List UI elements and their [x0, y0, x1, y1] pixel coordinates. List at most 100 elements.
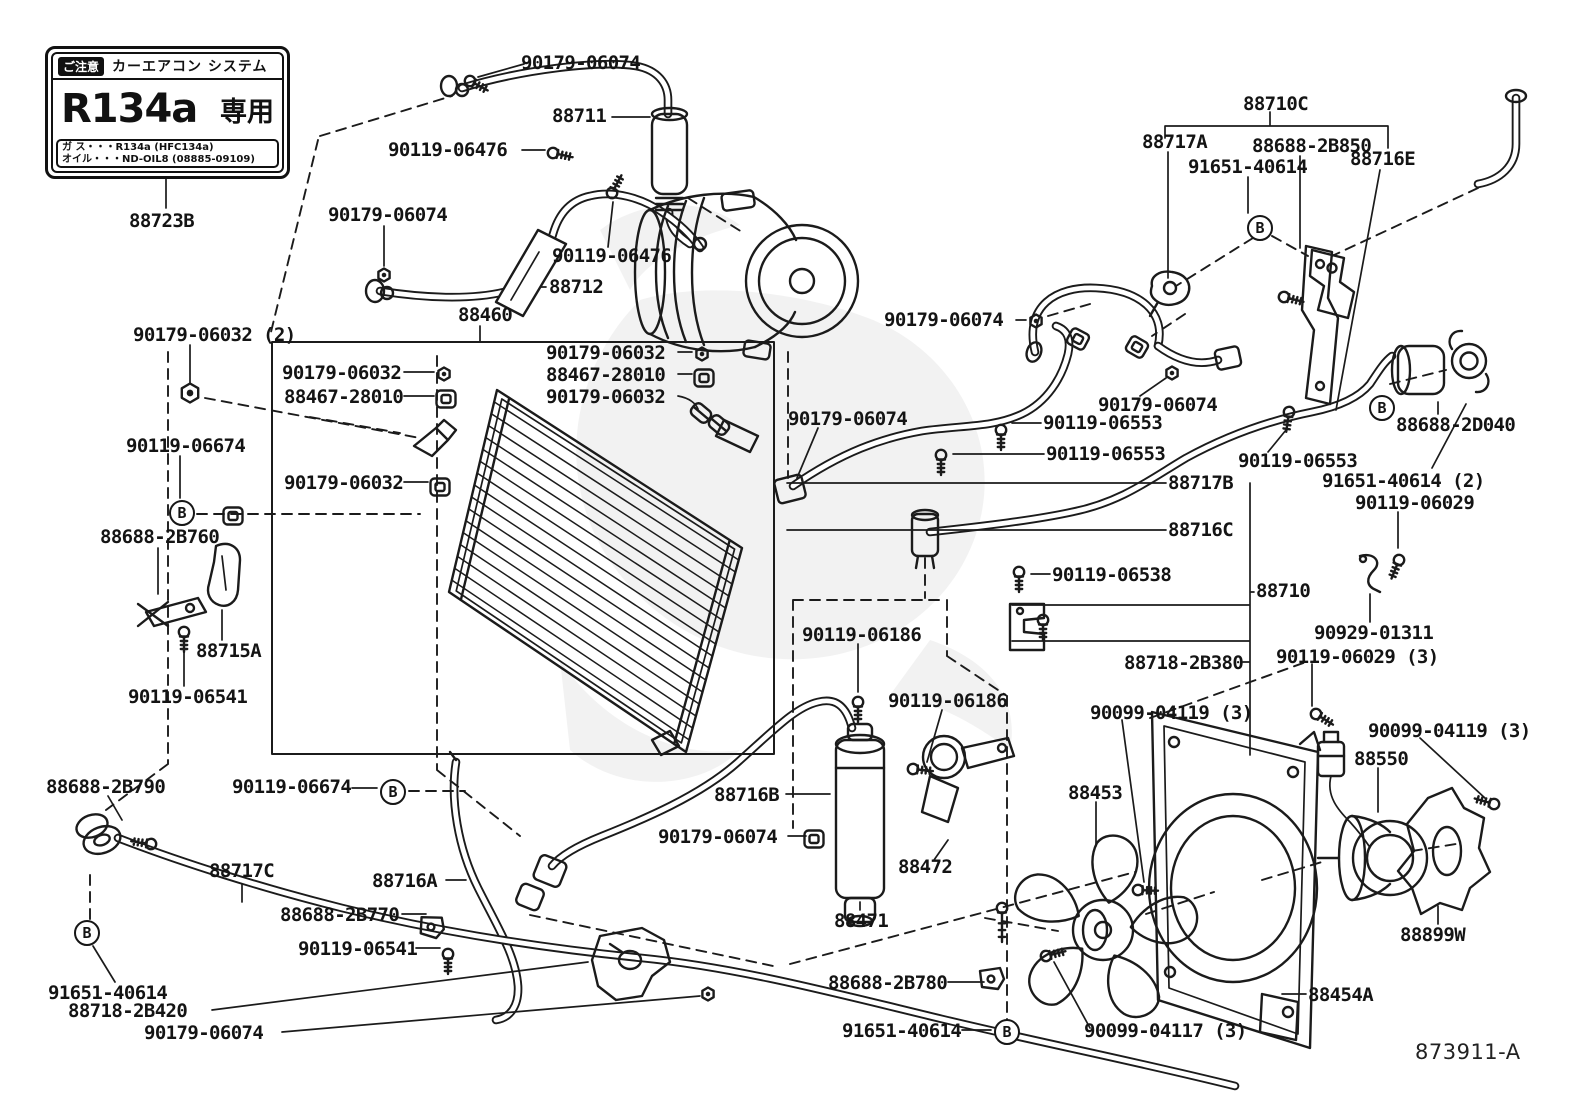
part-number-label: 90119-06553	[1043, 412, 1163, 434]
bolt-icon	[1473, 795, 1501, 811]
bolt-icon	[1309, 707, 1335, 727]
bolt-icon	[605, 174, 625, 200]
pipe-group-88710c	[773, 88, 1528, 652]
part-number-label: 88688-2B780	[828, 972, 948, 994]
part-number-label: 88453	[1068, 782, 1123, 804]
bracket-88715a	[206, 542, 242, 607]
part-number-label: 88711	[552, 105, 607, 127]
part-number-label: 90119-06029 (3)	[1276, 646, 1439, 668]
only-kanji: 専用	[220, 96, 274, 128]
grommet-icon	[1065, 327, 1091, 351]
part-number-label: 90119-06541	[128, 686, 248, 708]
part-number-label: 88688-2B760	[100, 526, 220, 548]
bolt-icon	[995, 901, 1009, 944]
plate-fine-print: ガ ス・・・R134a (HFC134a) オイル・・・ND-OIL8 (088…	[56, 139, 279, 168]
part-number-label: 90119-06541	[298, 938, 418, 960]
part-number-label: 88710	[1256, 580, 1311, 602]
part-number-label: 90119-06186	[802, 624, 922, 646]
caution-plate: ご注意 カーエアコン システム R134a 専用 ガ ス・・・R134a (HF…	[45, 46, 290, 179]
clamp-icon	[419, 916, 446, 940]
plate-header-text: カーエアコン システム	[112, 59, 268, 75]
cushion-icon	[707, 414, 731, 436]
part-number-label: 88467-28010	[284, 386, 404, 408]
part-number-label: 88717B	[1168, 472, 1234, 494]
bolt-icon	[851, 695, 865, 724]
part-number-label: 88715A	[196, 640, 262, 662]
part-number-label: 90179-06032	[546, 386, 666, 408]
part-number-label: 91651-40614	[48, 982, 168, 1004]
bolt-icon	[463, 74, 489, 94]
bolt-icon	[934, 448, 948, 477]
part-number-label: 88710C	[1243, 93, 1309, 115]
part-number-label: 88460	[458, 304, 513, 326]
nut-icon	[180, 382, 200, 404]
suction-hose-88711	[439, 74, 689, 212]
part-number-label: 90179-06074	[328, 204, 448, 226]
part-number-label: 91651-40614 (2)	[1322, 470, 1485, 492]
part-number-label: 90119-06553	[1046, 443, 1166, 465]
part-number-label: 91651-40614	[842, 1020, 962, 1042]
bolt-icon	[1277, 290, 1305, 306]
part-number-label: 90099-04119 (3)	[1090, 702, 1253, 724]
part-number-label: 90179-06032	[284, 472, 404, 494]
part-number-label: 90929-01311	[1314, 622, 1434, 644]
part-number-label: 88688-2D040	[1396, 414, 1516, 436]
bolt-icon	[1131, 883, 1160, 897]
nut-icon	[1029, 313, 1043, 329]
cushion-icon	[689, 402, 713, 424]
part-number-label: 90179-06032 (2)	[133, 324, 296, 346]
part-number-label: 90179-06074	[788, 408, 908, 430]
grommet-icon	[429, 477, 451, 497]
nut-icon	[695, 346, 709, 362]
clip-90929-01311	[1358, 553, 1382, 594]
part-number-label: 90179-06074	[658, 826, 778, 848]
leader-lines	[92, 63, 1487, 1033]
bolt-icon	[546, 146, 574, 161]
part-number-label: 90179-06032	[546, 342, 666, 364]
discharge-hose-88712	[364, 228, 568, 318]
cooling-fan-88453	[1013, 834, 1199, 1019]
caution-badge: ご注意	[58, 56, 105, 76]
part-number-label: 88716C	[1168, 519, 1234, 541]
grommet-icon	[435, 389, 457, 409]
flange-88688-2b790	[75, 813, 122, 856]
part-number-label: 88718-2B380	[1124, 652, 1244, 674]
part-number-label: 88723B	[129, 210, 195, 232]
bolt-icon	[129, 837, 158, 851]
nut-icon	[437, 366, 451, 382]
fan-shroud-88454a	[1147, 710, 1322, 1050]
part-number-label: 91651-40614	[1188, 156, 1308, 178]
part-number-label: 90119-06476	[388, 139, 508, 161]
grommet-icon	[803, 829, 825, 849]
part-number-label: 88716B	[714, 784, 780, 806]
part-number-label: 90099-04119 (3)	[1368, 720, 1531, 742]
part-number-label: 90179-06074	[1098, 394, 1218, 416]
bolt-icon	[906, 762, 935, 776]
part-number-label: 88471	[834, 910, 889, 932]
part-number-label: 88688-2B790	[46, 776, 166, 798]
fan-motor-88550	[1316, 730, 1429, 902]
bolt-icon	[994, 423, 1008, 452]
nut-icon	[1165, 365, 1179, 381]
refrigerant-type: R134a	[61, 86, 198, 132]
liquid-pipe-fittings	[515, 854, 568, 912]
bolt-icon	[1388, 553, 1406, 580]
part-number-label: 88717C	[209, 860, 275, 882]
part-number-label: 90119-06674	[232, 776, 352, 798]
part-number-label: 88716E	[1350, 148, 1416, 170]
part-number-label: 90119-06029	[1355, 492, 1475, 514]
bolt-icon	[177, 625, 191, 654]
shield-88899w	[1396, 786, 1492, 916]
part-number-label: 90179-06074	[521, 52, 641, 74]
receiver-drier-88471	[834, 722, 886, 928]
bracket-88688-2b760	[136, 596, 208, 628]
detail-marker-b: B	[1247, 215, 1273, 241]
part-number-label: 90119-06476	[552, 245, 672, 267]
part-number-label: 88716A	[372, 870, 438, 892]
detail-marker-b: B	[994, 1019, 1020, 1045]
detail-marker-b: B	[1369, 395, 1395, 421]
detail-marker-b: B	[74, 920, 100, 946]
condenser-88460	[271, 341, 775, 762]
